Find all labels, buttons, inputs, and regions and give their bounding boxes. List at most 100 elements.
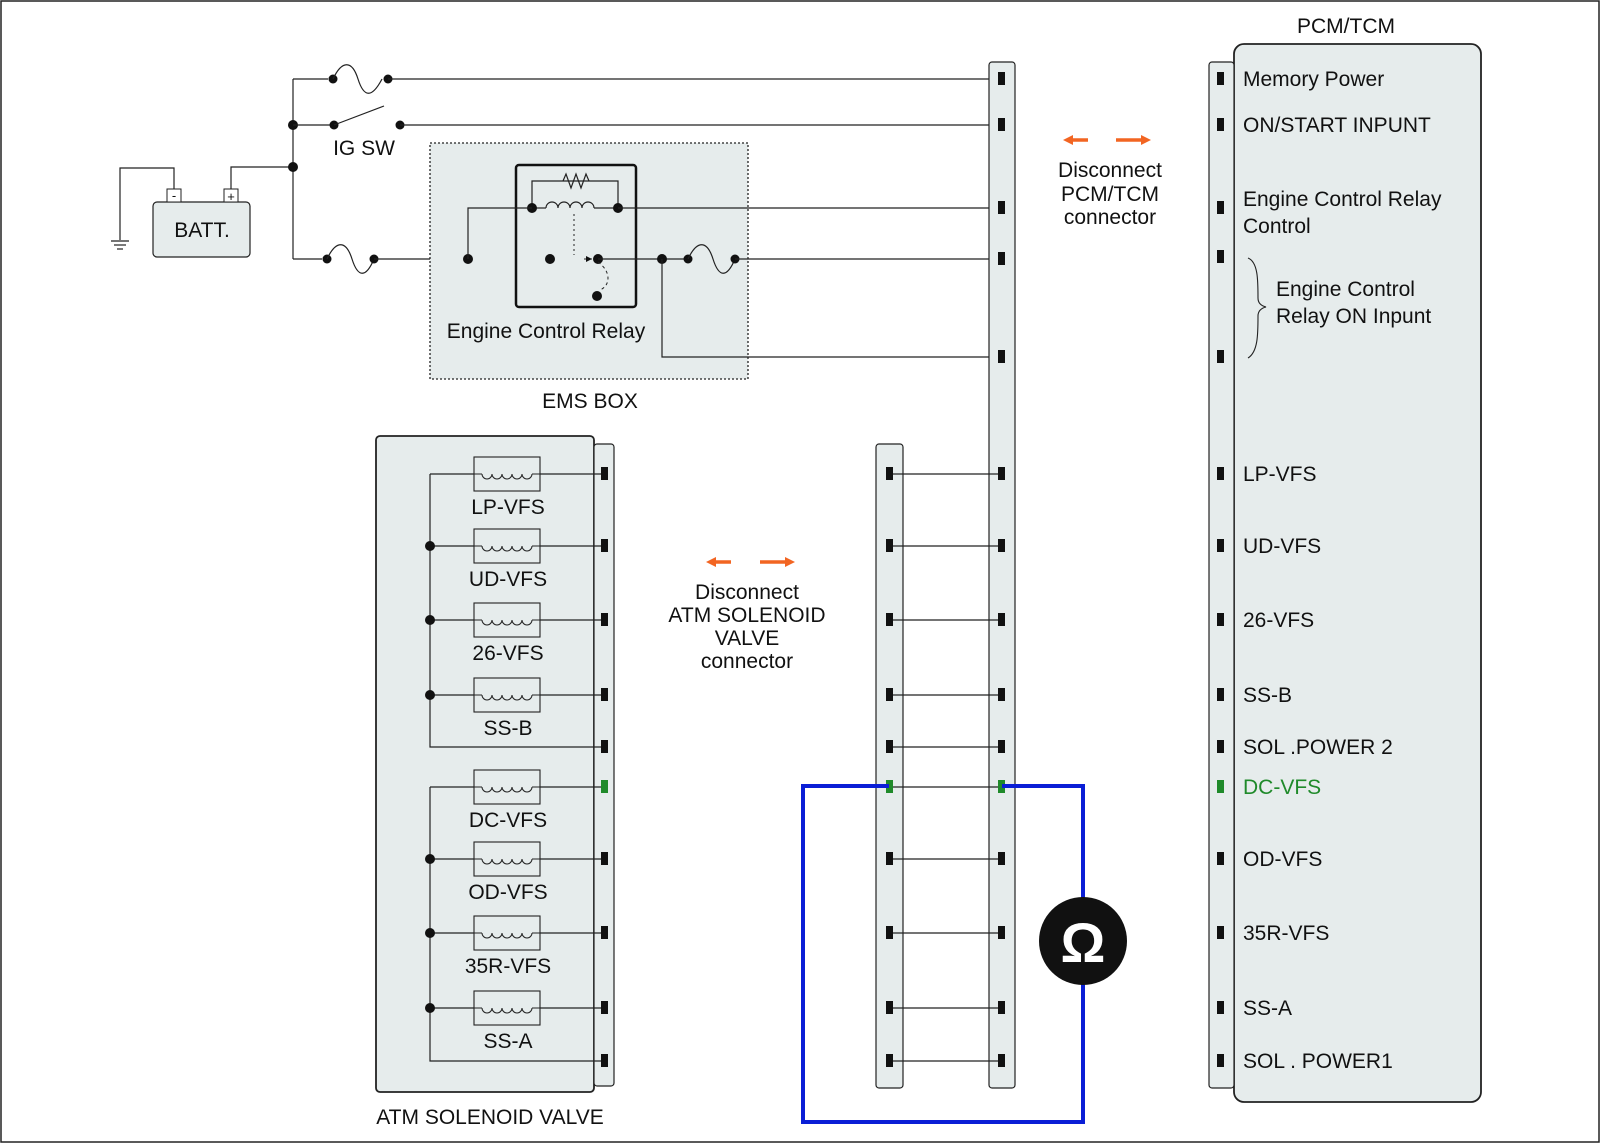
pin-marker <box>886 780 893 793</box>
ems-box-label: EMS BOX <box>542 390 638 413</box>
pin-marker <box>886 467 893 480</box>
pin-marker <box>601 740 608 753</box>
relay-coil-icon <box>545 201 595 209</box>
pin-marker <box>1217 740 1224 753</box>
pcm-pin-label: 35R-VFS <box>1243 922 1329 945</box>
solenoid-coil-icon <box>473 990 541 1026</box>
solenoid-label: OD-VFS <box>468 881 547 904</box>
pin-marker <box>1217 926 1224 939</box>
battery: - + BATT. <box>111 166 293 258</box>
disconnect-atm-line1: Disconnect <box>695 581 799 604</box>
disconnect-atm-instruction: Disconnect ATM SOLENOID VALVE connector <box>668 557 826 673</box>
solenoid-label: DC-VFS <box>469 809 547 832</box>
pcm-pin-label: UD-VFS <box>1243 535 1321 558</box>
fuse-icon <box>332 64 383 94</box>
pin-marker <box>998 252 1005 265</box>
pin-marker <box>998 72 1005 85</box>
engine-control-relay-label: Engine Control Relay <box>447 320 646 343</box>
pcm-pin-label: ON/START INPUNT <box>1243 114 1431 137</box>
pin-marker <box>998 613 1005 626</box>
disconnect-pcm-line3: connector <box>1064 206 1156 229</box>
solenoid-coil-icon <box>473 528 541 564</box>
pin-marker <box>998 201 1005 214</box>
pin-marker <box>601 1054 608 1067</box>
pin-marker <box>998 539 1005 552</box>
fuse-icon <box>326 244 375 274</box>
pin-marker <box>1217 852 1224 865</box>
pcm-pin-label: OD-VFS <box>1243 848 1322 871</box>
ohmmeter-probe-wire <box>801 784 1085 1124</box>
solenoid-label: 35R-VFS <box>465 955 551 978</box>
solenoid-coil-icon <box>473 841 541 877</box>
pin-marker <box>601 467 608 480</box>
pin-marker <box>601 926 608 939</box>
ohmmeter-icon <box>1039 897 1127 985</box>
pin-marker <box>998 780 1005 793</box>
pin-marker <box>601 613 608 626</box>
pin-marker <box>601 539 608 552</box>
solenoid-label: SS-B <box>483 717 532 740</box>
pin-marker <box>1217 1001 1224 1014</box>
ohmmeter-symbol: Ω <box>1061 911 1106 974</box>
solenoid-common-wire <box>429 787 605 1062</box>
harness-connectors <box>875 61 1016 1089</box>
solenoid-label: LP-VFS <box>471 496 545 519</box>
pin-marker <box>886 613 893 626</box>
pcm-pin-label: DC-VFS <box>1243 776 1321 799</box>
pcm-pin-label: SS-B <box>1243 684 1292 707</box>
pin-marker <box>998 852 1005 865</box>
pin-marker <box>998 1001 1005 1014</box>
pin-marker <box>886 852 893 865</box>
pin-marker <box>886 539 893 552</box>
pcm-pin-label: SS-A <box>1243 997 1292 1020</box>
pin-marker <box>1217 780 1224 793</box>
pin-marker <box>1217 688 1224 701</box>
ignition-switch-label: IG SW <box>333 137 395 160</box>
pcm-tcm-connector <box>1208 61 1235 1089</box>
disconnect-atm-line2: ATM SOLENOID <box>668 604 825 627</box>
pin-marker <box>886 926 893 939</box>
pin-marker <box>1217 613 1224 626</box>
ignition-switch-icon <box>333 105 385 126</box>
pcm-side-connector <box>988 61 1016 1089</box>
pin-marker <box>601 1001 608 1014</box>
fuse-icon <box>687 244 736 274</box>
brace-icon <box>1247 257 1267 359</box>
solenoid-label: 26-VFS <box>472 642 543 665</box>
pcm-ecr-control-line2: Control <box>1243 215 1311 238</box>
pin-marker <box>886 1001 893 1014</box>
disconnect-pcm-line2: PCM/TCM <box>1061 183 1159 206</box>
pcm-ecr-on-line2: Relay ON Inpunt <box>1276 305 1431 328</box>
disconnect-pcm-line1: Disconnect <box>1058 159 1162 182</box>
pin-marker <box>998 350 1005 363</box>
pin-marker <box>601 852 608 865</box>
resistor-icon <box>562 172 590 190</box>
pcm-ecr-on-line1: Engine Control <box>1276 278 1415 301</box>
pin-marker <box>1217 539 1224 552</box>
solenoid-coil-icon <box>473 769 541 805</box>
pin-marker <box>1217 72 1224 85</box>
pcm-pin-label: SOL .POWER 2 <box>1243 736 1393 759</box>
solenoid-coil-icon <box>473 602 541 638</box>
atm-solenoid-valve: LP-VFSUD-VFS26-VFSSS-BDC-VFSOD-VFS35R-VF… <box>375 435 615 1129</box>
pin-marker <box>886 740 893 753</box>
pin-marker <box>601 780 608 793</box>
pin-marker <box>601 688 608 701</box>
disconnect-atm-line4: connector <box>701 650 793 673</box>
pcm-pin-label: LP-VFS <box>1243 463 1317 486</box>
battery-body <box>152 201 251 258</box>
ems-box: Engine Control Relay EMS BOX <box>429 142 1000 413</box>
pin-marker <box>998 688 1005 701</box>
pin-marker <box>998 118 1005 131</box>
pin-marker <box>998 740 1005 753</box>
pin-marker <box>1217 467 1224 480</box>
pin-marker <box>886 688 893 701</box>
pin-marker <box>1217 118 1224 131</box>
pcm-ecr-control-line1: Engine Control Relay <box>1243 188 1442 211</box>
atm-side-connector <box>875 443 904 1089</box>
